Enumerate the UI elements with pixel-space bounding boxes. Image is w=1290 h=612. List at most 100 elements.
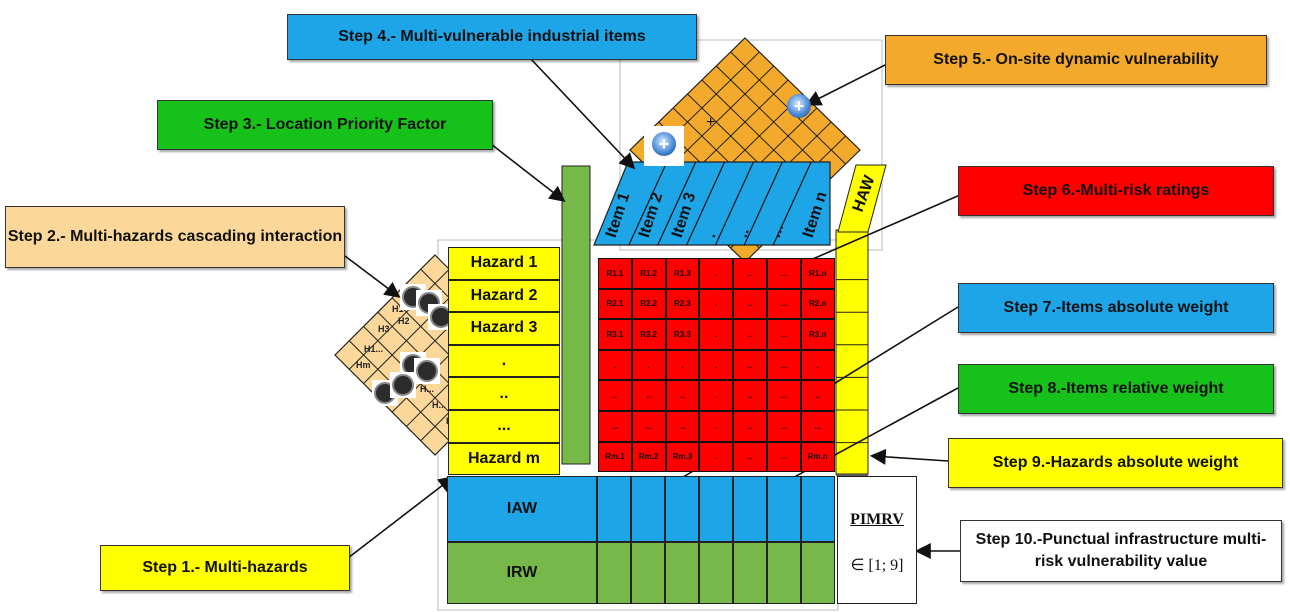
rating-cell: . — [699, 288, 734, 320]
rating-cell: ... — [767, 349, 801, 381]
hazard-cell: Hazard 1 — [448, 247, 560, 280]
interaction-label: H2 — [398, 316, 410, 326]
location-priority-column — [561, 165, 591, 465]
pimrv-label: PIMRV — [850, 511, 904, 528]
rating-cell: .. — [631, 380, 666, 411]
irw-cell — [665, 542, 699, 604]
step-9-box: Step 9.-Hazards absolute weight — [948, 438, 1283, 488]
item-divider — [714, 161, 754, 246]
interaction-label: H... — [432, 400, 446, 410]
rating-cell: .. — [733, 380, 767, 411]
cascade-icon — [392, 374, 414, 396]
rating-cell: R2.n — [800, 288, 835, 320]
step-6-box: Step 6.-Multi-risk ratings — [958, 166, 1274, 216]
irw-cell — [733, 542, 767, 604]
rating-cell: .. — [598, 380, 632, 411]
interaction-label: H3 — [378, 324, 390, 334]
iaw-cell — [733, 476, 767, 542]
irw-cell — [767, 542, 801, 604]
rating-cell: R1.1 — [598, 258, 632, 289]
interaction-label: H... — [420, 384, 434, 394]
rating-cell: . — [699, 411, 734, 442]
rating-cell: Rm.2 — [631, 441, 666, 473]
rating-cell: . — [699, 349, 734, 381]
step-8-box: Step 8.-Items relative weight — [958, 364, 1274, 414]
irw-cell — [597, 542, 631, 604]
step-7-box: Step 7.-Items absolute weight — [958, 283, 1274, 333]
rating-cell: R2.3 — [665, 288, 700, 320]
item-divider — [772, 161, 812, 246]
hazard-cell: ... — [448, 410, 560, 443]
rating-cell: R3.3 — [665, 319, 700, 350]
haw-tag — [837, 164, 887, 233]
interaction-label: H1... — [364, 344, 383, 354]
rating-cell: .. — [665, 380, 700, 411]
rating-cell: ... — [631, 411, 666, 442]
pimrv-range: ∈ [1; 9] — [850, 557, 904, 574]
plus-badge-item: + — [644, 126, 684, 166]
iaw-cell — [767, 476, 801, 542]
items-header — [593, 161, 831, 246]
rating-cell: ... — [665, 411, 700, 442]
rating-cell: .. — [733, 288, 767, 320]
irw-cell — [631, 542, 665, 604]
interaction-grid-line — [363, 283, 464, 384]
rating-cell: . — [699, 441, 734, 473]
rating-cell: Rm.3 — [665, 441, 700, 473]
rating-cell: R3.1 — [598, 319, 632, 350]
pimrv-box: PIMRV ∈ [1; 9] — [837, 476, 917, 604]
step-1-box: Step 1.- Multi-hazards — [100, 545, 350, 591]
rating-cell: ... — [767, 288, 801, 320]
rating-cell: .. — [800, 380, 835, 411]
rating-cell: . — [665, 349, 700, 381]
interaction-grid-line — [348, 268, 450, 370]
rating-cell: ... — [767, 319, 801, 350]
iaw-bar: IAW — [447, 476, 597, 542]
step-2-box: Step 2.- Multi-hazards cascading interac… — [5, 206, 345, 268]
rating-cell: R2.1 — [598, 288, 632, 320]
rating-cell: . — [631, 349, 666, 381]
step-3-box: Step 3.- Location Priority Factor — [157, 100, 493, 150]
haw-column — [835, 229, 869, 475]
rating-cell: Rm.n — [800, 441, 835, 473]
rating-cell: . — [699, 258, 734, 289]
rating-cell: ... — [767, 258, 801, 289]
rating-cell: .. — [733, 258, 767, 289]
cascade-icon — [416, 360, 438, 382]
rating-cell: Rm.1 — [598, 441, 632, 473]
rating-cell: .. — [733, 349, 767, 381]
irw-cell — [801, 542, 835, 604]
interaction-label: H1 — [392, 304, 404, 314]
plus-badge-roof: + — [782, 90, 818, 126]
step-5-box: Step 5.- On-site dynamic vulnerability — [885, 35, 1267, 85]
irw-cell — [699, 542, 733, 604]
interaction-label: Hm — [356, 360, 371, 370]
rating-cell: R3.2 — [631, 319, 666, 350]
rating-cell: . — [699, 380, 734, 411]
rating-cell: . — [699, 319, 734, 350]
rating-cell: R1.2 — [631, 258, 666, 289]
item-divider — [743, 161, 783, 246]
iaw-cell — [597, 476, 631, 542]
hazard-cell: Hazard m — [448, 442, 560, 476]
hazard-cell: . — [448, 344, 560, 378]
rating-cell: R1.n — [800, 258, 835, 289]
irw-bar: IRW — [447, 542, 597, 604]
rating-cell: ... — [767, 441, 801, 473]
step-4-box: Step 4.- Multi-vulnerable industrial ite… — [287, 14, 697, 60]
rating-cell: ... — [767, 411, 801, 442]
hazard-cell: Hazard 2 — [448, 279, 560, 313]
rating-cell: R3.n — [800, 319, 835, 350]
rating-cell: . — [800, 349, 835, 381]
item-divider — [657, 161, 697, 246]
step-10-box: Step 10.-Punctual infrastructure multi-r… — [960, 520, 1282, 582]
rating-cell: . — [598, 349, 632, 381]
rating-cell: .. — [733, 319, 767, 350]
iaw-cell — [631, 476, 665, 542]
rating-cell: .. — [733, 441, 767, 473]
roof-plus-mark: + — [706, 114, 716, 131]
iaw-cell — [699, 476, 733, 542]
rating-cell: ... — [767, 380, 801, 411]
iaw-cell — [801, 476, 835, 542]
rating-cell: .. — [733, 411, 767, 442]
